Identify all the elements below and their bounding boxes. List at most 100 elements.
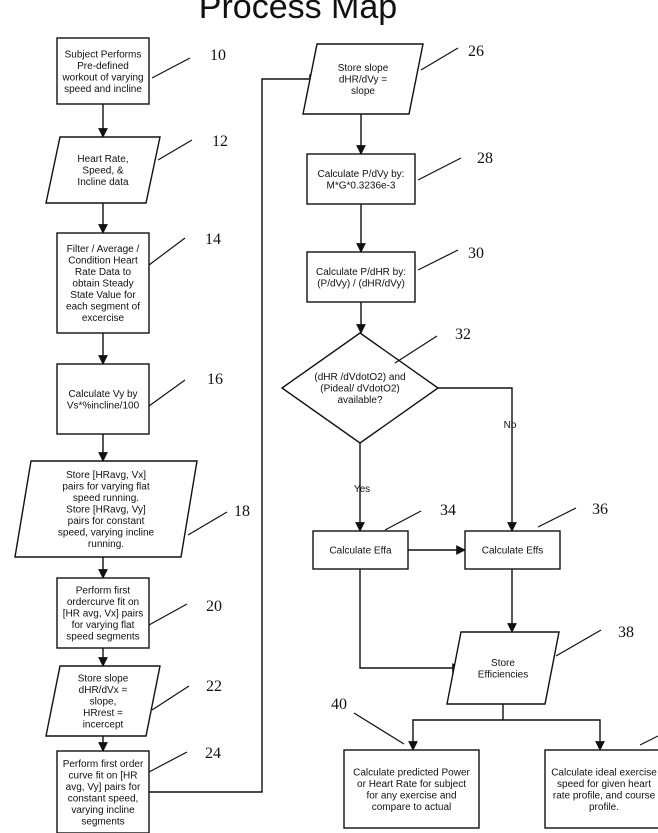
- node-label-line: avg, Vy] pairs for: [66, 782, 141, 793]
- node-label-line: Calculate Effa: [329, 546, 392, 557]
- node-label-line: Heart Rate,: [77, 154, 128, 165]
- node-label-line: Incline data: [77, 177, 129, 188]
- node-label-line: [HR avg, Vx] pairs: [63, 609, 144, 620]
- node-label: Calculate P/dVy by:M*G*0.3236e-3: [318, 169, 405, 192]
- node-label-line: for varying flat: [72, 620, 135, 631]
- node-label-line: Filter / Average /: [67, 244, 140, 255]
- reference-numeral-28: 28: [477, 150, 493, 167]
- node-label-line: Calculate predicted Power: [353, 767, 470, 778]
- flow-node-38: StoreEfficiencies: [447, 632, 559, 704]
- leader-line-28: [418, 158, 461, 180]
- node-label-line: pairs for varying flat: [62, 482, 149, 493]
- node-label-line: dHR/dVx =: [79, 685, 128, 696]
- leader-line-20: [149, 604, 187, 625]
- reference-numeral-38: 38: [618, 624, 634, 641]
- node-label-line: speed, varying incline: [58, 528, 155, 539]
- reference-numeral-22: 22: [206, 678, 222, 695]
- leader-line-36: [538, 508, 576, 527]
- node-label-line: Rate Data to: [75, 267, 132, 278]
- node-label-line: Condition Heart: [68, 256, 138, 267]
- reference-numeral-18: 18: [234, 503, 250, 520]
- node-label: Filter / Average /Condition HeartRate Da…: [66, 244, 140, 324]
- node-label-line: speed segments: [66, 632, 139, 643]
- node-label-line: Calculate Effs: [482, 546, 544, 557]
- node-label-line: compare to actual: [372, 802, 452, 813]
- node-label: Calculate Vy byVs*%incline/100: [67, 389, 140, 412]
- node-label-line: M*G*0.3236e-3: [327, 180, 396, 191]
- node-label-line: for any exercise and: [366, 790, 456, 801]
- leader-line-24: [149, 752, 187, 772]
- node-label-line: or Heart Rate for subject: [357, 779, 466, 790]
- leader-line-18: [188, 512, 227, 535]
- connector-arrow-34-38: [360, 569, 461, 668]
- node-label-line: available?: [337, 395, 382, 406]
- reference-numeral-12: 12: [212, 133, 228, 150]
- connector-arrow-24-26: [149, 79, 318, 792]
- reference-numeral-10: 10: [210, 47, 226, 64]
- node-label: Store [HRavg, Vx]pairs for varying flats…: [58, 470, 155, 550]
- leader-line-32: [395, 336, 437, 363]
- node-label-line: segments: [81, 816, 124, 827]
- leader-line-26: [421, 48, 458, 70]
- node-label-line: Subject Performs: [65, 49, 142, 60]
- node-label-line: Calculate P/dVy by:: [318, 169, 405, 180]
- node-label: Calculate Effs: [482, 546, 544, 557]
- node-label-line: HRrest =: [83, 708, 123, 719]
- flow-node-28: Calculate P/dVy by:M*G*0.3236e-3: [307, 154, 415, 204]
- node-label-line: Efficiencies: [478, 669, 528, 680]
- reference-numeral-34: 34: [440, 502, 456, 519]
- node-label-line: profile.: [589, 802, 619, 813]
- node-label-line: Speed, &: [82, 166, 123, 177]
- flow-node-32: (dHR /dVdotO2) and(Pideal/ dVdotO2)avail…: [282, 333, 438, 443]
- node-label-line: excercise: [82, 313, 125, 324]
- reference-numeral-40: 40: [331, 696, 347, 713]
- node-label-line: rate profile, and course: [553, 790, 656, 801]
- node-label-line: Pre-defined: [77, 61, 129, 72]
- node-label-line: incercept: [83, 720, 124, 731]
- reference-numeral-14: 14: [205, 231, 221, 248]
- node-label-line: speed running.: [73, 493, 139, 504]
- node-label-line: Perform first order: [63, 759, 144, 770]
- node-label-line: Store slope: [338, 63, 389, 74]
- node-label-line: State Value for: [70, 290, 136, 301]
- node-label: Calculate P/dHR by:(P/dVy) / (dHR/dVy): [316, 267, 406, 290]
- node-label: Heart Rate,Speed, &Incline data: [77, 154, 129, 188]
- reference-numeral-20: 20: [206, 598, 222, 615]
- node-label-line: obtain Steady: [72, 279, 133, 290]
- flow-node-40: Calculate predicted Poweror Heart Rate f…: [344, 750, 479, 828]
- node-label-line: slope,: [90, 697, 117, 708]
- node-label: Calculate Effa: [329, 546, 392, 557]
- reference-numeral-32: 32: [455, 326, 471, 343]
- node-label-line: Store [HRavg, Vx]: [66, 470, 146, 481]
- leader-line-12: [158, 140, 192, 160]
- node-label-line: Calculate Vy by: [68, 389, 137, 400]
- node-label-line: Store slope: [78, 674, 129, 685]
- flow-node-30: Calculate P/dHR by:(P/dVy) / (dHR/dVy): [307, 252, 415, 302]
- node-label-line: Vs*%incline/100: [67, 400, 140, 411]
- node-label-line: curve fit on [HR: [69, 770, 138, 781]
- flow-node-10: Subject PerformsPre-definedworkout of va…: [57, 38, 149, 104]
- leader-line-14: [149, 238, 185, 265]
- node-label-line: Store [HRavg, Vy]: [66, 505, 146, 516]
- node-label-line: ordercurve fit on: [67, 597, 139, 608]
- node-label-line: (P/dVy) / (dHR/dVy): [317, 278, 405, 289]
- flow-node-24: Perform first ordercurve fit on [HRavg, …: [57, 751, 149, 833]
- leader-line-38: [556, 630, 601, 656]
- node-label-line: workout of varying: [61, 72, 143, 83]
- reference-numeral-30: 30: [468, 245, 484, 262]
- flow-node-12: Heart Rate,Speed, &Incline data: [46, 137, 160, 203]
- connector-arrow-38-42: [503, 720, 600, 750]
- leader-line-16: [149, 380, 185, 406]
- connector-arrow-38-40: [413, 704, 503, 750]
- flow-node-14: Filter / Average /Condition HeartRate Da…: [57, 233, 149, 333]
- flow-node-18: Store [HRavg, Vx]pairs for varying flats…: [15, 461, 197, 557]
- flow-node-34: Calculate Effa: [313, 531, 408, 569]
- node-label-line: pairs for constant: [68, 516, 145, 527]
- reference-numeral-24: 24: [205, 745, 221, 762]
- leader-line-34: [385, 511, 421, 530]
- node-label-line: running.: [88, 539, 124, 550]
- node-label-line: Store: [491, 658, 515, 669]
- node-label-line: slope: [351, 86, 375, 97]
- node-label-line: Calculate P/dHR by:: [316, 267, 406, 278]
